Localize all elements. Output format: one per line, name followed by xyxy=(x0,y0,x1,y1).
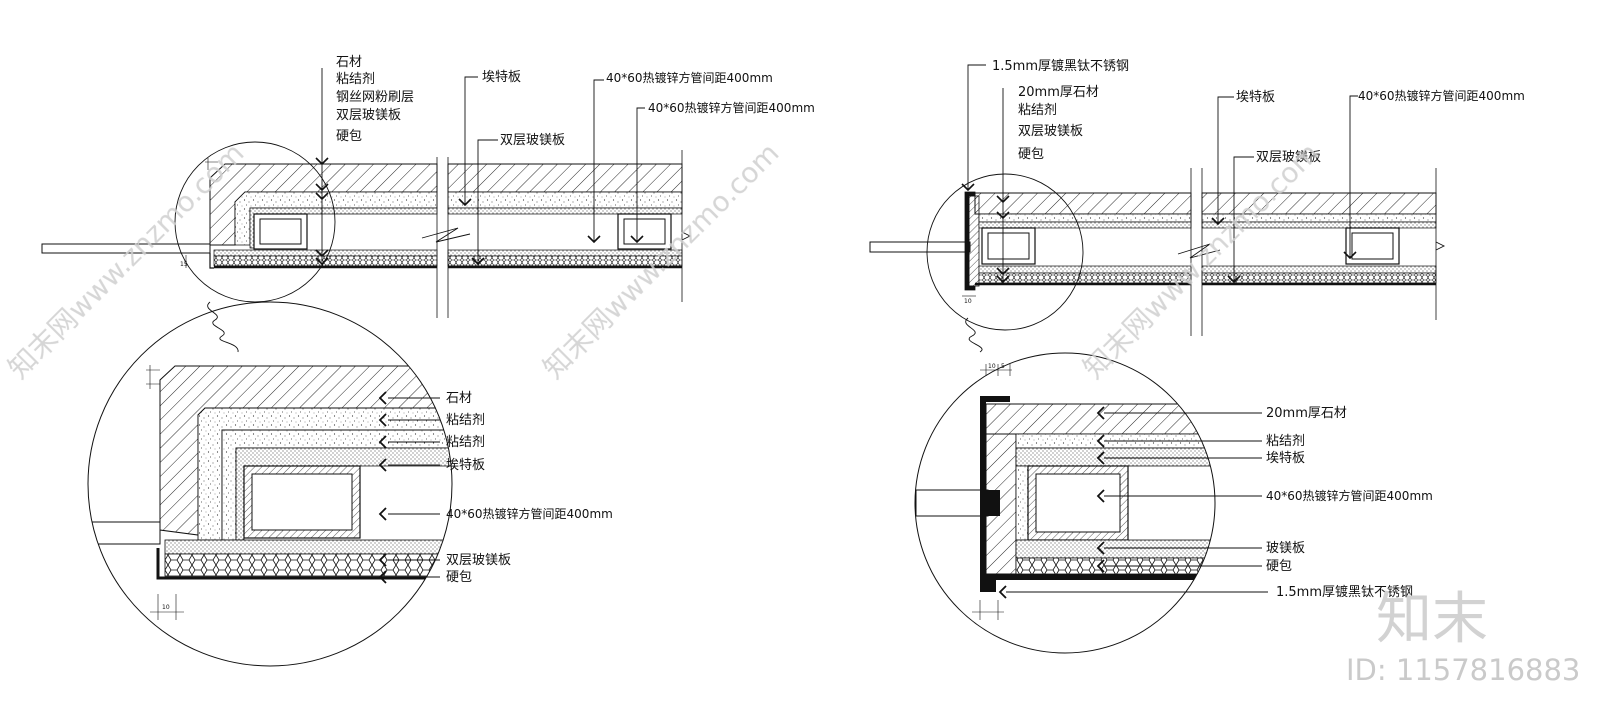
ete-zoom-b xyxy=(1015,447,1215,467)
hard-zoom xyxy=(164,553,452,577)
detail-a-zoom: 10 石材 粘结剂 粘结剂 埃特板 40*60热镀锌方管间距400mm 双层玻镁… xyxy=(87,301,613,667)
dim-15: 15 xyxy=(180,261,188,268)
watermark-text: 知末网www.znzmo.com xyxy=(2,136,251,385)
mg-zoom xyxy=(164,539,452,555)
b-adhesive: 粘结剂 xyxy=(1018,103,1057,118)
leader-tube-2: 40*60热镀锌方管间距400mm xyxy=(648,100,815,115)
zoom-a-stone: 石材 xyxy=(446,391,472,406)
zoom-a-adhesive-1: 粘结剂 xyxy=(446,413,485,428)
leader-hard: 硬包 xyxy=(336,129,362,144)
zoom-b-adhesive: 粘结剂 xyxy=(1266,434,1305,449)
zoom-b-ete: 埃特板 xyxy=(1266,451,1305,466)
dim-5-zoom-b: 5 xyxy=(1001,363,1005,370)
logo-watermark: 知末 xyxy=(1376,587,1488,652)
adjacent-wall-zoom-b xyxy=(915,489,989,517)
zoom-circle-a xyxy=(87,301,453,667)
b-tube: 40*60热镀锌方管间距400mm xyxy=(1358,88,1525,103)
leader-mesh: 钢丝网粉刷层 xyxy=(336,90,414,105)
detail-b-overview: 10 1.5mm厚镀黑钛不锈钢 20mm厚石材 粘结剂 双层玻镁板 硬包 埃特板… xyxy=(869,58,1525,353)
b-steel: 1.5mm厚镀黑钛不锈钢 xyxy=(992,58,1129,74)
leader-dbl-mg: 双层玻镁板 xyxy=(336,108,401,123)
b-ete: 埃特板 xyxy=(1236,90,1275,105)
zoom-circle-b xyxy=(914,352,1216,654)
detail-circle-b xyxy=(926,173,1084,331)
dim-10-a: 10 xyxy=(162,604,170,611)
leader-dbl-mg-2: 双层玻镁板 xyxy=(500,133,565,148)
adjacent-wall-b xyxy=(869,241,971,253)
b-hard: 硬包 xyxy=(1018,147,1044,162)
zoom-a-tube: 40*60热镀锌方管间距400mm xyxy=(446,506,613,521)
detail-a-overview: 15 石材 粘结剂 钢丝网粉刷层 双层玻镁板 硬包 埃特板 40*60热镀锌方管… xyxy=(41,55,815,353)
zoom-b-tube: 40*60热镀锌方管间距400mm xyxy=(1266,488,1433,503)
leader-ete: 埃特板 xyxy=(482,70,521,85)
leader-tube-1: 40*60热镀锌方管间距400mm xyxy=(606,70,773,85)
b-dbl-mg: 双层玻镁板 xyxy=(1018,124,1083,139)
adjacent-wall-line xyxy=(41,243,211,254)
watermark-text: 知末网www.znzmo.com xyxy=(1077,136,1326,385)
id-watermark: ID: 1157816883 xyxy=(1346,653,1580,687)
zoom-b-stone: 20mm厚石材 xyxy=(1266,406,1347,421)
zoom-b-hard: 硬包 xyxy=(1266,559,1292,574)
stone-layer-right xyxy=(447,163,683,193)
stone-b xyxy=(974,192,1192,215)
leader-adhesive: 粘结剂 xyxy=(336,72,375,87)
detail-b-zoom: 10 5 20mm厚石材 粘结剂 埃特板 40*60热镀锌方管间距400mm 玻… xyxy=(914,352,1433,654)
adjacent-wall xyxy=(88,521,161,545)
zoom-b-mg: 玻镁板 xyxy=(1266,541,1305,556)
zoom-a-adhesive-2: 粘结剂 xyxy=(446,435,485,450)
zoom-b-steel: 1.5mm厚镀黑钛不锈钢 xyxy=(1276,584,1413,600)
b-stone: 20mm厚石材 xyxy=(1018,85,1099,100)
zoom-a-dbl-mg: 双层玻镁板 xyxy=(446,553,511,568)
stone-zoom-b xyxy=(985,403,1215,435)
zoom-a-ete: 埃特板 xyxy=(446,458,485,473)
mg-zoom-b xyxy=(1015,539,1215,559)
ete-board-right xyxy=(447,207,683,215)
detail-circle xyxy=(174,141,336,303)
dim-10-b: 10 xyxy=(964,298,972,305)
steel-tube-inner xyxy=(259,218,302,245)
adhesive-layer-right xyxy=(447,191,683,209)
leader-stone: 石材 xyxy=(336,55,362,70)
zoom-a-hard: 硬包 xyxy=(446,570,472,585)
b-dbl-mg-2: 双层玻镁板 xyxy=(1256,150,1321,165)
dim-10-zoom-b: 10 xyxy=(988,363,996,370)
steel-tube-right-inner xyxy=(623,218,666,245)
